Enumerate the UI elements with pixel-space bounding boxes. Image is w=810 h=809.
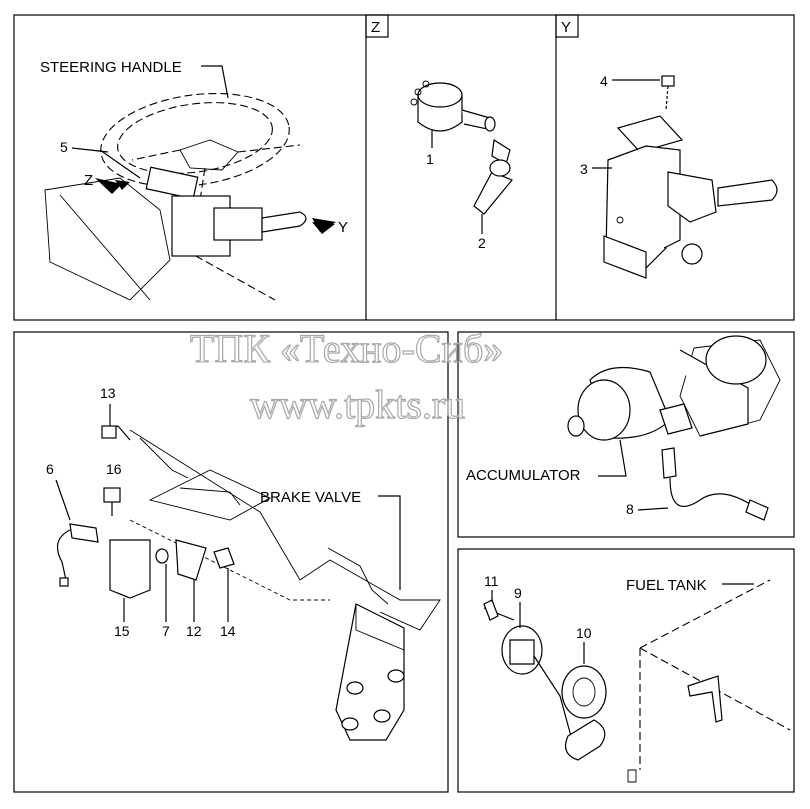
view-z-tag-text: Z (371, 19, 380, 36)
watermark-company: ТПК «Техно-Сиб» (190, 326, 503, 371)
callout-8-leader (637, 507, 669, 511)
accumulator-label: ACCUMULATOR (466, 467, 581, 484)
callout-5: 5 (60, 139, 68, 155)
callout-13: 13 (100, 385, 116, 401)
steering-handle-leader (201, 65, 229, 99)
callout-4: 4 (600, 73, 608, 89)
callout-12: 12 (186, 623, 202, 639)
callout-11: 11 (484, 573, 499, 589)
watermark-url: www.tpkts.ru (250, 382, 465, 427)
accumulator-leader (598, 439, 627, 477)
accumulator-panel-frame (457, 331, 795, 538)
callout-14: 14 (220, 623, 236, 639)
callout-16: 16 (106, 461, 122, 477)
callout-1: 1 (426, 151, 434, 167)
callout-7: 7 (162, 623, 170, 639)
callout-5-leader (71, 147, 109, 153)
fuel-tank-illustration (483, 579, 791, 783)
brake-valve-leader (378, 495, 401, 590)
lever-switch-illustration (603, 75, 778, 279)
callout-9: 9 (514, 585, 522, 601)
fuel-tank-label: FUEL TANK (626, 577, 707, 594)
callout-15: 15 (114, 623, 130, 639)
steering-handle-label: STEERING HANDLE (40, 59, 182, 76)
callout-10: 10 (576, 625, 592, 641)
brake-valve-illustration (56, 425, 441, 741)
view-z-tag-box (365, 14, 389, 38)
ignition-switch-illustration (410, 80, 513, 215)
brake-panel-frame (13, 331, 449, 793)
view-y-tag-box (555, 14, 579, 38)
top-panel-frame (13, 14, 795, 321)
view-z-marker: Z (84, 172, 93, 189)
callout-6-leader (55, 479, 71, 521)
fuel-panel-frame (457, 548, 795, 793)
callout-2: 2 (478, 235, 486, 251)
view-y-marker: Y (338, 219, 348, 236)
callout-3: 3 (580, 161, 588, 177)
accumulator-illustration (567, 335, 781, 521)
brake-valve-label: BRAKE VALVE (260, 489, 361, 506)
arrow-z-icon (95, 178, 122, 194)
steering-wheel-illustration (44, 92, 336, 301)
view-y-tag: Y (561, 19, 571, 36)
callout-8: 8 (626, 501, 634, 517)
callout-6: 6 (46, 461, 54, 477)
